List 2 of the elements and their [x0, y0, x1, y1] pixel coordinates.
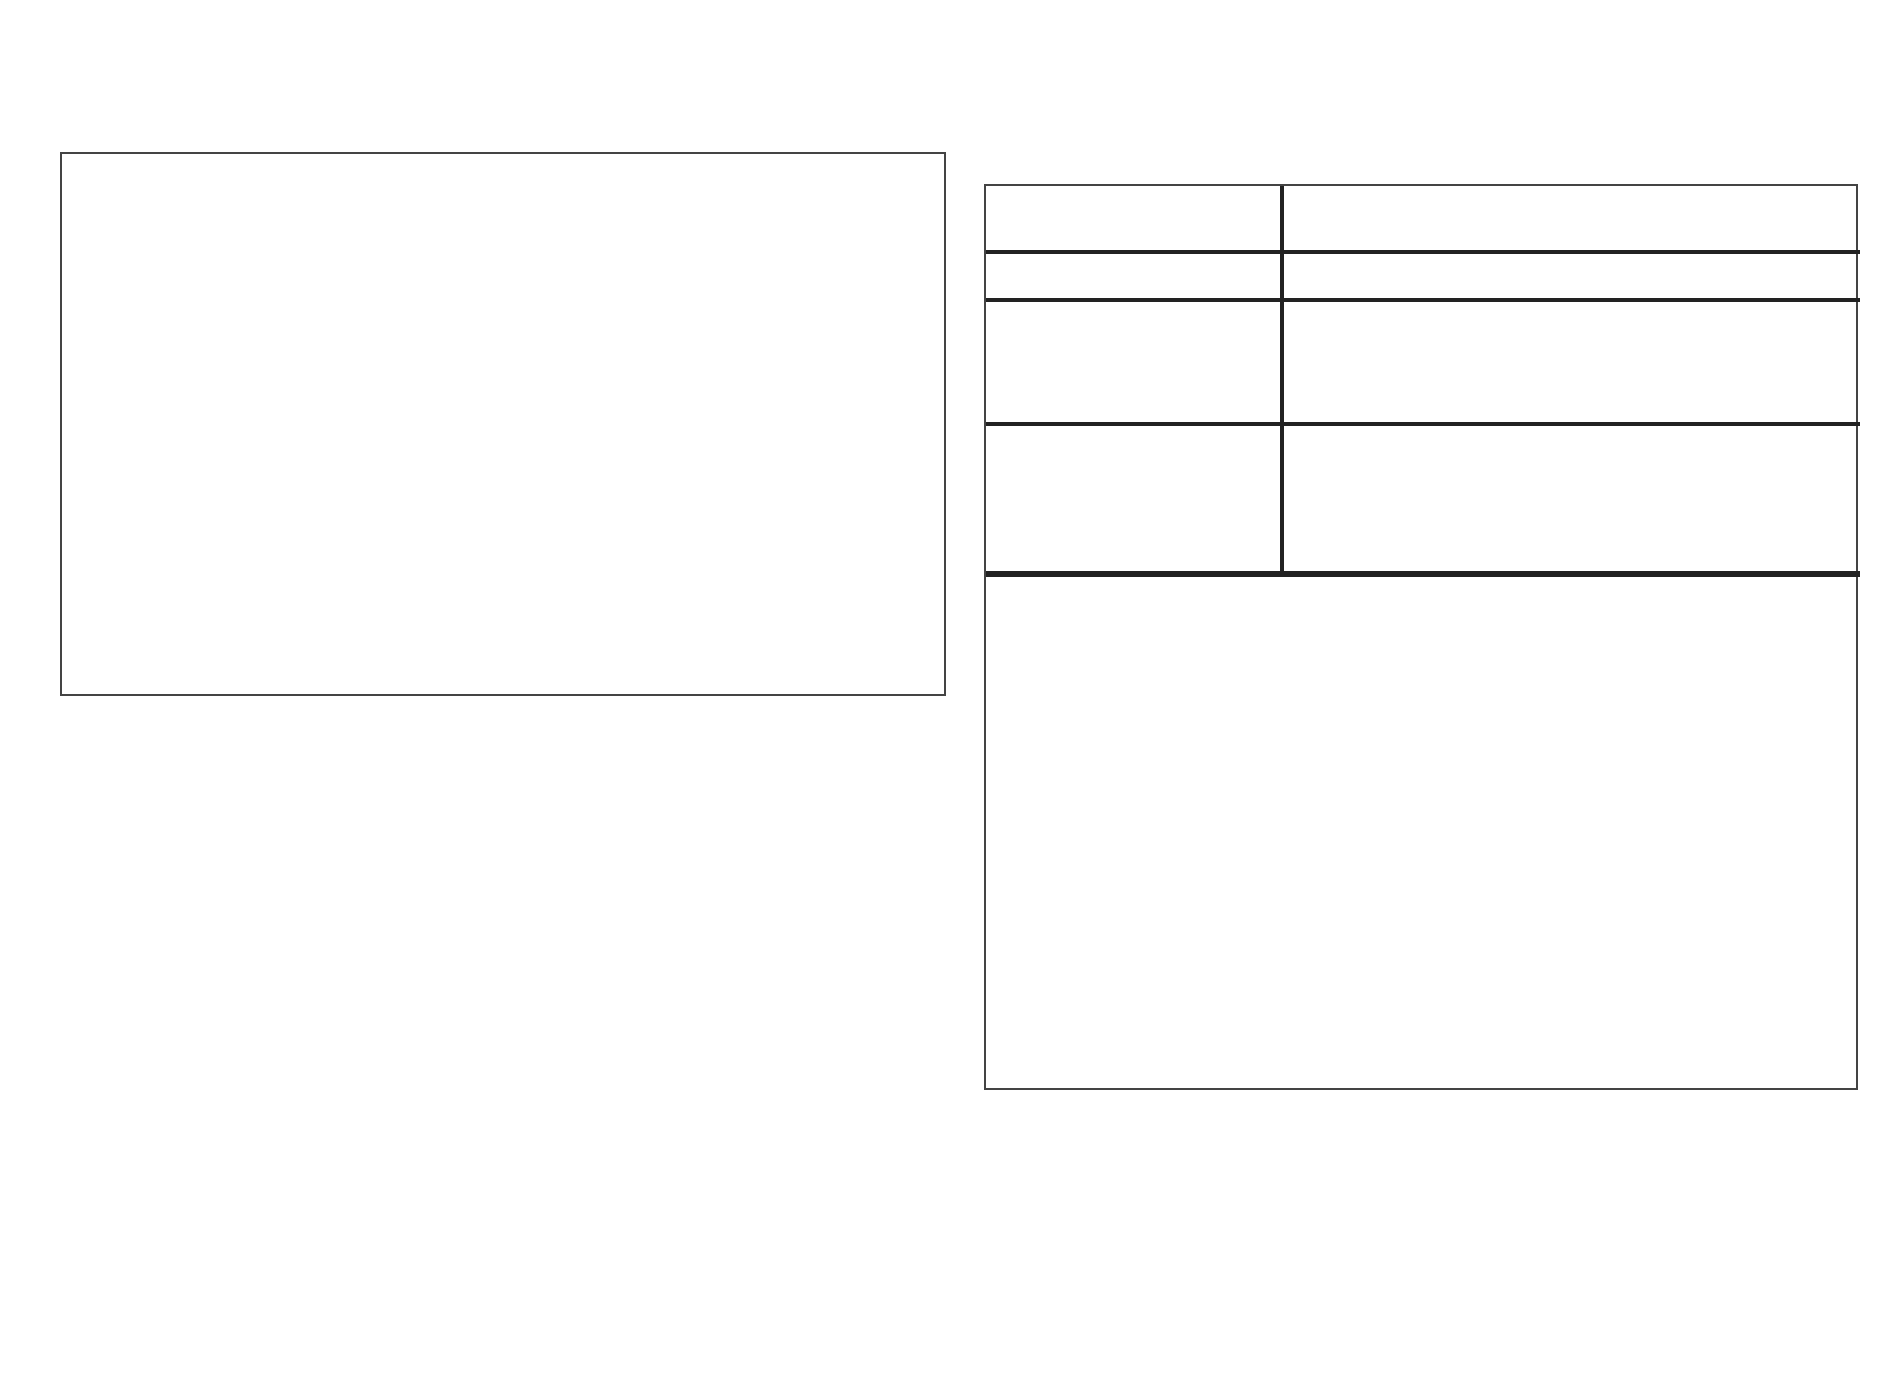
empty-box [60, 152, 946, 696]
empty-table [984, 184, 1858, 1090]
